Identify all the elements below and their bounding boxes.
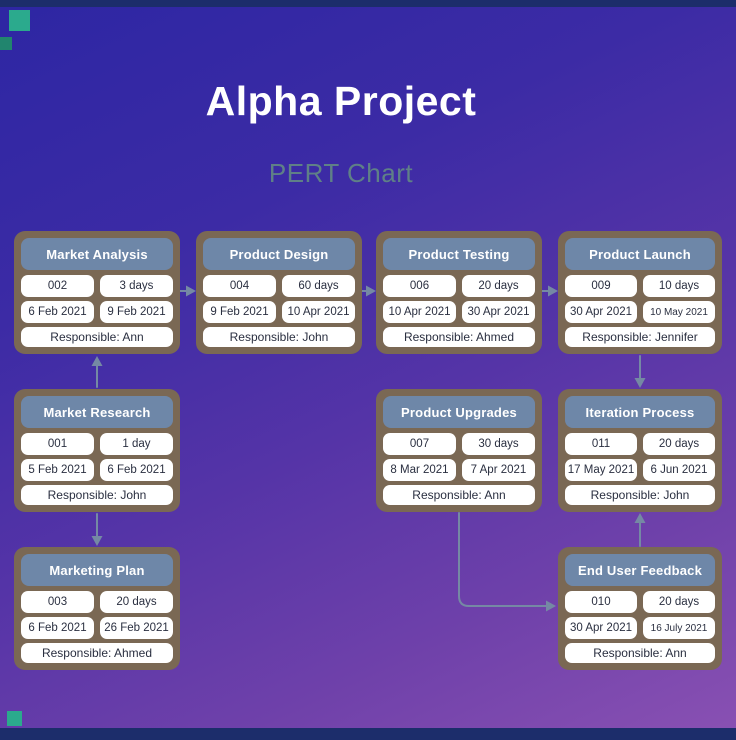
node-start-date-box: 17 May 2021 bbox=[565, 459, 637, 481]
pert-node-product-launch: Product Launch 009 10 days 30 Apr 2021 1… bbox=[558, 231, 722, 354]
node-start-date-box: 10 Apr 2021 bbox=[383, 301, 456, 323]
node-end-date-box: 10 May 2021 bbox=[643, 301, 715, 323]
node-title: Product Testing bbox=[383, 238, 535, 270]
node-duration-box: 20 days bbox=[643, 433, 715, 455]
pert-node-product-testing: Product Testing 006 20 days 10 Apr 2021 … bbox=[376, 231, 542, 354]
node-end-date-box: 10 Apr 2021 bbox=[282, 301, 355, 323]
node-responsible-box: Responsible: Ahmed bbox=[383, 327, 535, 347]
top-bar-decoration bbox=[0, 0, 736, 7]
teal-square-decoration bbox=[7, 711, 22, 726]
node-id-box: 009 bbox=[565, 275, 637, 297]
node-responsible-box: Responsible: Ann bbox=[383, 485, 535, 505]
pert-node-market-analysis: Market Analysis 002 3 days 6 Feb 2021 9 … bbox=[14, 231, 180, 354]
node-responsible-box: Responsible: Ann bbox=[21, 327, 173, 347]
node-start-date-box: 6 Feb 2021 bbox=[21, 617, 94, 639]
teal-square-decoration bbox=[9, 10, 30, 31]
node-duration-box: 20 days bbox=[462, 275, 535, 297]
teal-square-decoration bbox=[0, 37, 12, 50]
pert-node-product-upgrades: Product Upgrades 007 30 days 8 Mar 2021 … bbox=[376, 389, 542, 512]
node-id-box: 004 bbox=[203, 275, 276, 297]
node-start-date-box: 9 Feb 2021 bbox=[203, 301, 276, 323]
pert-node-iteration-process: Iteration Process 011 20 days 17 May 202… bbox=[558, 389, 722, 512]
node-start-date-box: 5 Feb 2021 bbox=[21, 459, 94, 481]
node-start-date-box: 6 Feb 2021 bbox=[21, 301, 94, 323]
node-id-box: 010 bbox=[565, 591, 637, 613]
node-id-box: 002 bbox=[21, 275, 94, 297]
node-title: Iteration Process bbox=[565, 396, 715, 428]
node-title: Market Analysis bbox=[21, 238, 173, 270]
page-subtitle: PERT Chart bbox=[268, 158, 414, 188]
node-end-date-box: 16 July 2021 bbox=[643, 617, 715, 639]
node-responsible-box: Responsible: Ahmed bbox=[21, 643, 173, 663]
node-end-date-box: 6 Jun 2021 bbox=[643, 459, 715, 481]
node-end-date-box: 6 Feb 2021 bbox=[100, 459, 173, 481]
node-end-date-box: 30 Apr 2021 bbox=[462, 301, 535, 323]
node-end-date-box: 9 Feb 2021 bbox=[100, 301, 173, 323]
node-duration-box: 10 days bbox=[643, 275, 715, 297]
node-title: Product Upgrades bbox=[383, 396, 535, 428]
node-title: Marketing Plan bbox=[21, 554, 173, 586]
node-title: Market Research bbox=[21, 396, 173, 428]
node-duration-box: 1 day bbox=[100, 433, 173, 455]
node-responsible-box: Responsible: John bbox=[203, 327, 355, 347]
node-responsible-box: Responsible: Ann bbox=[565, 643, 715, 663]
node-start-date-box: 30 Apr 2021 bbox=[565, 301, 637, 323]
connector-upgrades-feedback bbox=[458, 512, 547, 607]
node-duration-box: 3 days bbox=[100, 275, 173, 297]
node-id-box: 001 bbox=[21, 433, 94, 455]
node-id-box: 011 bbox=[565, 433, 637, 455]
node-duration-box: 20 days bbox=[643, 591, 715, 613]
node-responsible-box: Responsible: John bbox=[565, 485, 715, 505]
node-title: End User Feedback bbox=[565, 554, 715, 586]
node-id-box: 006 bbox=[383, 275, 456, 297]
pert-node-end-user-feedback: End User Feedback 010 20 days 30 Apr 202… bbox=[558, 547, 722, 670]
bottom-bar-decoration bbox=[0, 728, 736, 740]
page-title: Alpha Project bbox=[205, 78, 477, 124]
node-end-date-box: 26 Feb 2021 bbox=[100, 617, 173, 639]
node-duration-box: 20 days bbox=[100, 591, 173, 613]
node-start-date-box: 8 Mar 2021 bbox=[383, 459, 456, 481]
node-start-date-box: 30 Apr 2021 bbox=[565, 617, 637, 639]
node-id-box: 003 bbox=[21, 591, 94, 613]
node-duration-box: 60 days bbox=[282, 275, 355, 297]
node-id-box: 007 bbox=[383, 433, 456, 455]
node-title: Product Design bbox=[203, 238, 355, 270]
pert-node-product-design: Product Design 004 60 days 9 Feb 2021 10… bbox=[196, 231, 362, 354]
node-responsible-box: Responsible: Jennifer bbox=[565, 327, 715, 347]
node-responsible-box: Responsible: John bbox=[21, 485, 173, 505]
node-end-date-box: 7 Apr 2021 bbox=[462, 459, 535, 481]
pert-node-market-research: Market Research 001 1 day 5 Feb 2021 6 F… bbox=[14, 389, 180, 512]
node-title: Product Launch bbox=[565, 238, 715, 270]
node-duration-box: 30 days bbox=[462, 433, 535, 455]
pert-node-marketing-plan: Marketing Plan 003 20 days 6 Feb 2021 26… bbox=[14, 547, 180, 670]
